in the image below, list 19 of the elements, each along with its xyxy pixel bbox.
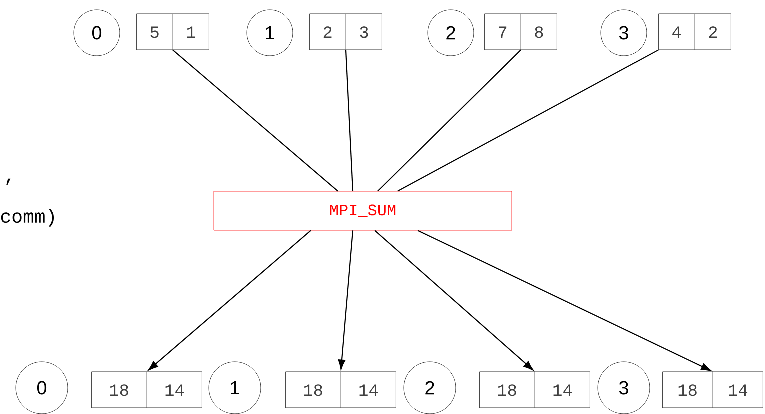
buffer-cells: 18 14	[662, 372, 764, 408]
operation-box: MPI_SUM	[214, 191, 512, 231]
connector-line	[378, 50, 522, 192]
arrow	[374, 230, 534, 371]
buffer-cells: 18 14	[480, 372, 590, 408]
buffer-cells: 18 14	[92, 372, 202, 408]
buffer-cells: 18 14	[286, 372, 396, 408]
buffer-cells: 7 8	[484, 14, 558, 50]
buffer-cells: 4 2	[658, 14, 732, 50]
code-text: ,	[6, 178, 11, 186]
arrow	[148, 230, 312, 371]
buffer-cells: 2 3	[310, 14, 382, 50]
arrow	[338, 230, 354, 370]
arrow	[418, 230, 712, 372]
connector-line	[398, 50, 659, 192]
connector-line	[172, 50, 338, 192]
code-text: comm)	[1, 209, 54, 227]
connector-line	[345, 50, 354, 192]
buffer-cells: 5 1	[136, 14, 210, 50]
